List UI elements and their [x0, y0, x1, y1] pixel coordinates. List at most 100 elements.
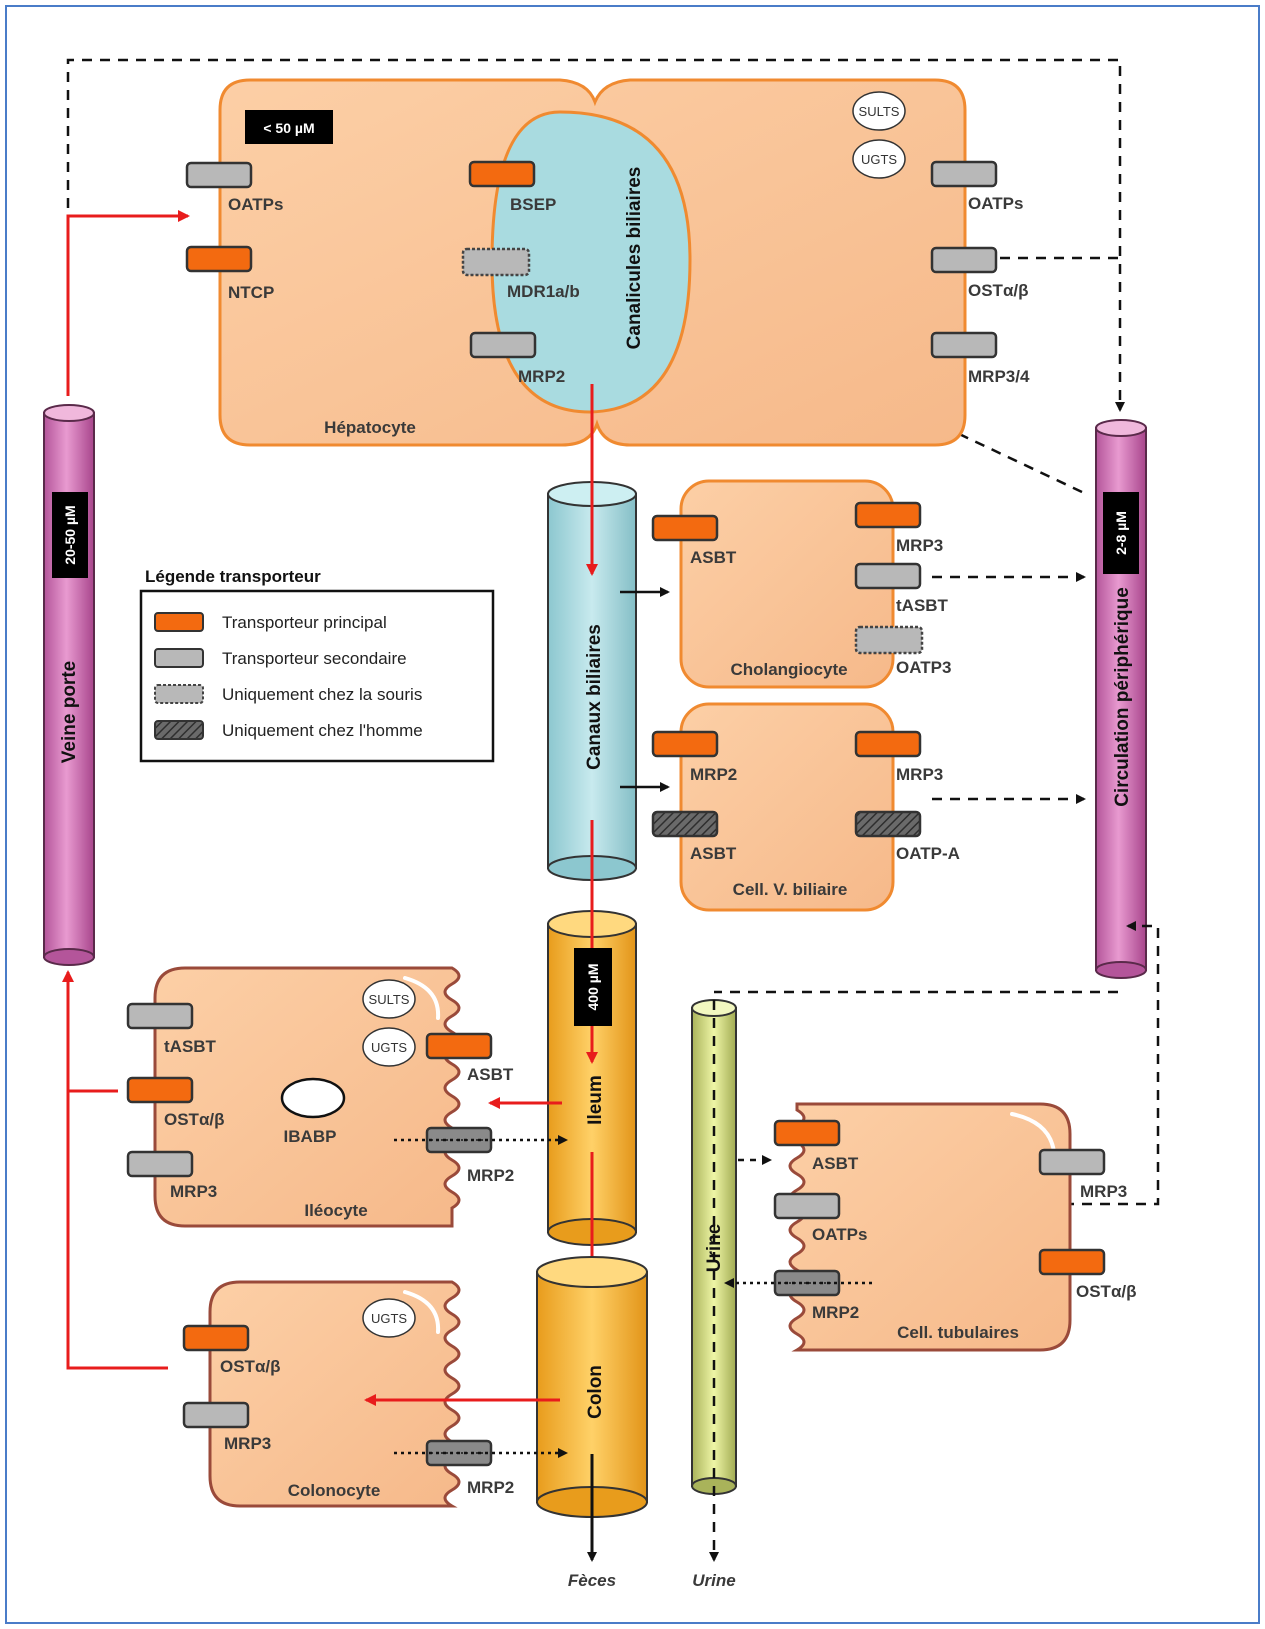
mrp34-transporter: [930, 331, 998, 359]
ost-colonocyte-label: OSTα/β: [220, 1357, 281, 1376]
ugts-ileocyte-enzyme: [362, 1027, 416, 1067]
mrp3-colonocyte-label: MRP3: [224, 1434, 271, 1453]
ugts-ileocyte-label: UGTS: [371, 1040, 407, 1055]
legend-title: Légende transporteur: [145, 567, 321, 586]
sults-ileocyte-enzyme: [362, 979, 416, 1019]
asbt-cholangiocyte-transporter: [651, 514, 719, 542]
colonocyte-label: Colonocyte: [288, 1481, 381, 1500]
dashed-return-top: [66, 58, 1125, 412]
cell-tubulaires-label: Cell. tubulaires: [897, 1323, 1019, 1342]
bsep-label: BSEP: [510, 195, 556, 214]
dashed-circulation-to-hepatocyte: [936, 422, 1083, 494]
cell-tubulaires-cell: [788, 1102, 1072, 1352]
tasbt-ileocyte-label: tASBT: [164, 1037, 217, 1056]
legend-principal-text: Transporteur principal: [222, 613, 387, 632]
mrp34-label: MRP3/4: [968, 367, 1030, 386]
ugts-hepatocyte-label: UGTS: [861, 152, 897, 167]
ntcp-transporter: [185, 245, 253, 273]
mrp3-cholangiocyte-label: MRP3: [896, 536, 943, 555]
oatps-tubulaire-transporter: [773, 1192, 841, 1220]
hepatocyte-conc: < 50 µM: [263, 120, 314, 136]
ost-hepatocyte-label: OSTα/β: [968, 281, 1029, 300]
urine-output-label: Urine: [692, 1571, 735, 1590]
oatps-left-label: OATPs: [228, 195, 283, 214]
veine-porte-label: Veine porte: [59, 661, 80, 763]
ost-colonocyte-transporter: [182, 1324, 250, 1352]
ntcp-label: NTCP: [228, 283, 274, 302]
oatp3-label: OATP3: [896, 658, 951, 677]
sults-hepatocyte-enzyme: [852, 91, 906, 131]
mrp3-tubulaire-label: MRP3: [1080, 1182, 1127, 1201]
ugts-colonocyte-enzyme: [362, 1298, 416, 1338]
legend-mouse-swatch: [154, 684, 204, 704]
oatps-left-transporter: [185, 161, 253, 189]
mdr1ab-label: MDR1a/b: [507, 282, 580, 301]
sults-ileocyte-label: SULTS: [369, 992, 410, 1007]
urine-tube-label: Urine: [704, 1224, 725, 1273]
ileocyte-highlight: [403, 976, 441, 1020]
legend-mouse-text: Uniquement chez la souris: [222, 685, 422, 704]
circulation-conc: 2-8 µM: [1113, 511, 1129, 555]
legend-secondary-text: Transporteur secondaire: [222, 649, 407, 668]
circulation-conc-box: [1103, 492, 1139, 574]
circulation-label: Circulation périphérique: [1112, 587, 1133, 807]
mrp2-hepatocyte-label: MRP2: [518, 367, 565, 386]
ileum-conc-box: [574, 948, 612, 1026]
veine-porte-conc-box: [52, 492, 88, 578]
portal-to-hepatocyte-arrow: [66, 210, 190, 396]
oatp-a-label: OATP-A: [896, 844, 960, 863]
tubulaire-highlight: [1010, 1112, 1056, 1154]
oatps-right-label: OATPs: [968, 194, 1023, 213]
legend-human-swatch: [154, 720, 204, 740]
sults-hepatocyte-label: SULTS: [859, 104, 900, 119]
legend-principal-swatch: [154, 612, 204, 632]
mdr1ab-transporter: [461, 247, 531, 277]
asbt-vbiliaire-transporter: [651, 810, 719, 838]
cholangiocyte-label: Cholangiocyte: [730, 660, 847, 679]
ileum-conc: 400 µM: [585, 964, 601, 1011]
oatps-tubulaire-label: OATPs: [812, 1225, 867, 1244]
bsep-transporter: [468, 160, 536, 188]
mrp2-hepatocyte-transporter: [469, 331, 537, 359]
urine-tube: [691, 999, 737, 1495]
oatp-a-transporter: [854, 810, 922, 838]
asbt-cholangiocyte-label: ASBT: [690, 548, 737, 567]
ibabp-protein: [280, 1077, 346, 1119]
mrp2-colonocyte-label: MRP2: [467, 1478, 514, 1497]
ost-hepatocyte-transporter: [930, 246, 998, 274]
mrp3-vbiliaire-transporter: [854, 730, 922, 758]
tubulaire-to-circulation-dashed: [1046, 921, 1160, 1206]
mrp3-ileocyte-transporter: [126, 1150, 194, 1178]
figure-frame: [5, 5, 1260, 1624]
ibabp-label: IBABP: [284, 1127, 337, 1146]
tasbt-cholangiocyte-label: tASBT: [896, 596, 949, 615]
tasbt-ileocyte-transporter: [126, 1002, 194, 1030]
cell-vbiliaire-cell: [679, 702, 895, 912]
tasbt-cholangiocyte-transporter: [854, 562, 922, 590]
ost-tubulaire-transporter: [1038, 1248, 1106, 1276]
feces-label: Fèces: [568, 1571, 616, 1590]
legend-secondary-swatch: [154, 648, 204, 668]
asbt-ileocyte-transporter: [425, 1032, 493, 1060]
mrp3-tubulaire-transporter: [1038, 1148, 1106, 1176]
hepatocyte-label: Hépatocyte: [324, 418, 416, 437]
asbt-tubulaire-label: ASBT: [812, 1154, 859, 1173]
ost-ileocyte-transporter: [126, 1076, 194, 1104]
gut-to-portal-arrow: [62, 970, 168, 1370]
mrp3-vbiliaire-label: MRP3: [896, 765, 943, 784]
oatp3-transporter: [854, 625, 924, 655]
legend-human-text: Uniquement chez l'homme: [222, 721, 423, 740]
mrp2-tubulaire-label: MRP2: [812, 1303, 859, 1322]
ugts-colonocyte-label: UGTS: [371, 1311, 407, 1326]
ileum-label: Ileum: [585, 1075, 606, 1125]
oatps-right-transporter: [930, 160, 998, 188]
mrp3-colonocyte-transporter: [182, 1401, 250, 1429]
canalicules-lumen: [490, 110, 692, 414]
veine-porte-conc: 20-50 µM: [62, 505, 78, 564]
ileocyte-label: Iléocyte: [304, 1201, 367, 1220]
canaux-biliaires-label: Canaux biliaires: [584, 624, 605, 770]
mrp2-ileocyte-label: MRP2: [467, 1166, 514, 1185]
mrp2-vbiliaire-transporter: [651, 730, 719, 758]
colonocyte-highlight: [403, 1290, 441, 1334]
